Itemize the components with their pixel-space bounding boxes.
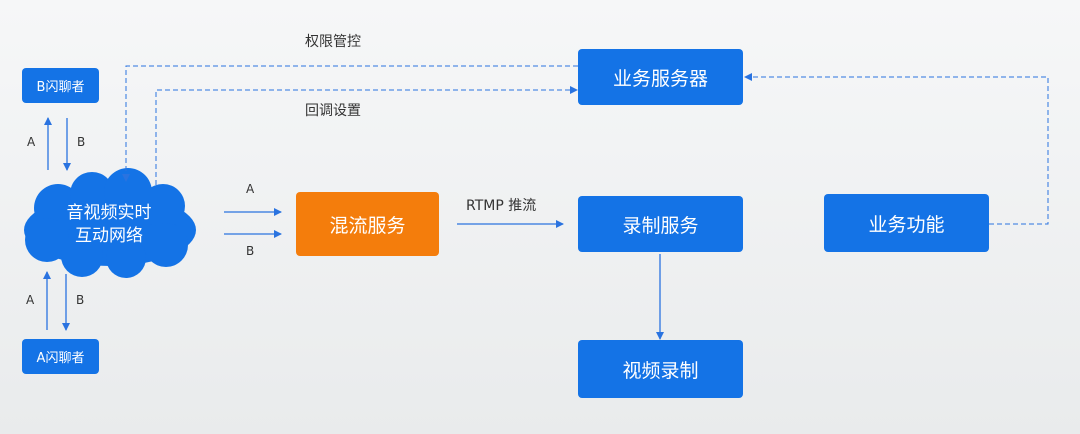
mix-service-node: 混流服务: [296, 192, 439, 256]
video-record-node: 视频录制: [578, 340, 743, 398]
a-chatter-node: A闪聊者: [22, 339, 99, 374]
label-rtmp: RTMP 推流: [466, 198, 537, 214]
label-permission: 权限管控: [305, 34, 361, 50]
business-function-node: 业务功能: [824, 194, 989, 252]
label-b-stream: B: [246, 244, 255, 258]
label-a-stream: A: [246, 182, 255, 196]
label-a-lower: A: [26, 293, 35, 307]
cloud-label-line1: 音视频实时: [66, 203, 152, 223]
cloud-label-line2: 互动网络: [75, 226, 143, 246]
b-chatter-node: B闪聊者: [22, 68, 99, 103]
dashed-function-to-server: [744, 73, 1049, 225]
record-service-node: 录制服务: [578, 196, 743, 252]
cloud-shape: [24, 168, 196, 278]
cloud-rtc-network: 音视频实时 互动网络: [28, 202, 190, 248]
dashed-callback: [155, 86, 578, 185]
dashed-permission: [122, 65, 578, 182]
label-callback: 回调设置: [305, 103, 361, 119]
label-b-upper: B: [77, 135, 86, 149]
label-b-lower: B: [76, 293, 85, 307]
business-server-node: 业务服务器: [578, 49, 743, 105]
label-a-upper: A: [27, 135, 36, 149]
